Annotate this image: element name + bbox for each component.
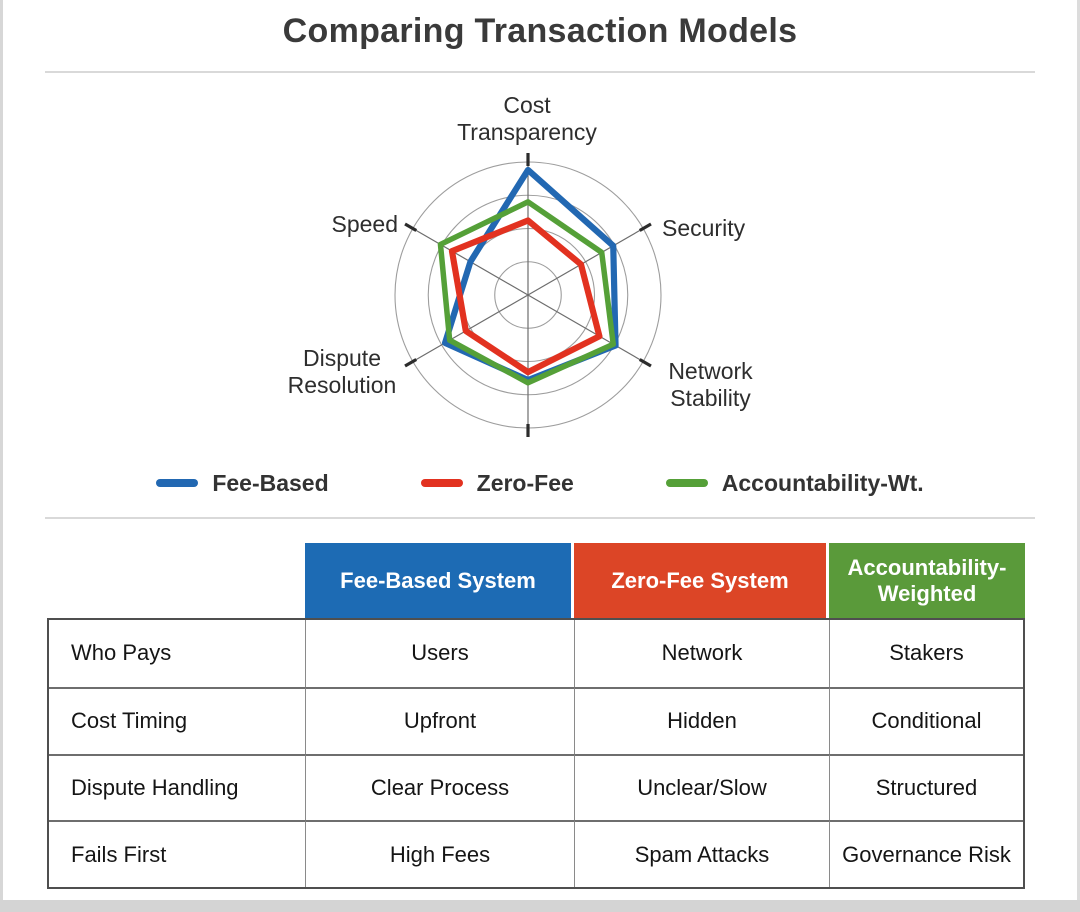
table-cell: Clear Process xyxy=(305,753,574,821)
title-divider xyxy=(45,71,1035,73)
table-cell: Network xyxy=(574,620,829,687)
zero-fee-swatch xyxy=(420,479,463,487)
accountability-swatch xyxy=(665,479,708,487)
axis-label-security: Security xyxy=(662,215,746,241)
radar-axis-tick xyxy=(638,358,652,368)
radar-spoke xyxy=(527,227,644,296)
radar-axis-tick xyxy=(404,222,418,232)
radar-series-zero-fee xyxy=(448,217,603,376)
legend-label: Fee-Based xyxy=(212,469,329,496)
row-label: Who Pays xyxy=(71,640,172,666)
section-divider xyxy=(45,517,1035,519)
table-cell: Spam Attacks xyxy=(574,820,829,887)
comparison-table: Who Pays Users Network Stakers Cost Timi… xyxy=(47,618,1025,889)
chart-legend: Fee-Based Zero-Fee Accountability-Wt. xyxy=(0,467,1080,499)
radar-axis-tick xyxy=(638,222,652,232)
table-cell: Conditional xyxy=(829,686,1023,754)
legend-item-zero-fee: Zero-Fee xyxy=(420,469,574,497)
bottom-edge-strip xyxy=(0,900,1080,912)
legend-label: Zero-Fee xyxy=(476,469,574,496)
table-cell: Upfront xyxy=(305,686,574,754)
page-title: Comparing Transaction Models xyxy=(282,12,798,50)
table-cell: Unclear/Slow xyxy=(574,753,829,821)
radar-spoke xyxy=(412,294,529,363)
table-cell: Stakers xyxy=(829,620,1023,687)
axis-label-speed: Speed xyxy=(331,211,398,237)
table-cell: Users xyxy=(305,620,574,687)
header-cell-fee-based: Fee-Based System xyxy=(305,543,571,618)
header-cell-zero-fee: Zero-Fee System xyxy=(574,543,826,618)
legend-label: Accountability-Wt. xyxy=(721,469,924,496)
row-label: Fails First xyxy=(49,820,305,887)
axis-label-network-stability: Network Stability xyxy=(668,358,753,411)
table-cell: Structured xyxy=(829,753,1023,821)
table-cell: Governance Risk xyxy=(829,820,1023,887)
comparison-table-header: Fee-Based System Zero-Fee System Account… xyxy=(305,543,1025,618)
row-label: Dispute Handling xyxy=(49,753,305,821)
table-cell: Hidden xyxy=(574,686,829,754)
axis-label-cost-transparency: Cost Transparency xyxy=(457,92,597,145)
legend-item-fee-based: Fee-Based xyxy=(156,469,329,497)
header-cell-accountability: Accountability-Weighted xyxy=(829,543,1025,618)
radar-spoke xyxy=(527,294,644,363)
radar-series-accountability-wt- xyxy=(437,199,616,386)
radar-chart xyxy=(394,153,662,437)
axis-label-dispute-resolution: Dispute Resolution xyxy=(287,345,397,398)
fee-based-swatch xyxy=(156,479,199,487)
legend-item-accountability: Accountability-Wt. xyxy=(665,469,924,497)
row-label: Cost Timing xyxy=(49,686,305,754)
radar-axis-tick xyxy=(404,358,418,368)
table-cell: High Fees xyxy=(305,820,574,887)
